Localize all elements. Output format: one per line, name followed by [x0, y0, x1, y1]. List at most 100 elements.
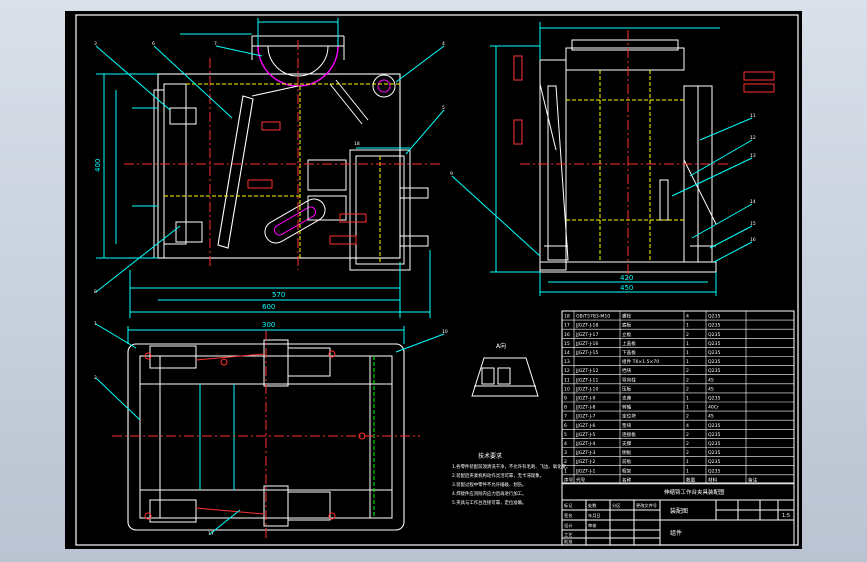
- part-balloon-label: 8: [94, 289, 97, 295]
- part-balloon-label: 4: [442, 41, 445, 47]
- bom-cell: 框架: [622, 467, 632, 474]
- bom-cell: JJGZT-J-9: [575, 396, 596, 402]
- bom-cell: 1: [564, 468, 567, 474]
- bom-cell: Q235: [708, 441, 720, 447]
- side-view: [451, 22, 775, 296]
- bom-cell: 4: [564, 441, 567, 447]
- bom-cell: 13: [564, 359, 570, 365]
- bom-cell: 45: [708, 414, 714, 420]
- tech-requirements: 技术要求 1.各零件装配前须清洗干净，不允许有毛刺、飞边、氧化皮。 2.装配后夹…: [452, 452, 570, 506]
- bom-cell: 下盖板: [622, 349, 636, 356]
- title-block: [561, 482, 795, 546]
- part-balloon-label: 6: [152, 41, 155, 47]
- bom-cell: 16: [564, 332, 570, 338]
- title-block-cell: 分区: [612, 502, 620, 509]
- detail-view-label: A向: [496, 342, 506, 350]
- tech-req-item-4: 4.焊接件应消除内应力后再进行加工。: [452, 490, 526, 497]
- bom-cell: 10: [564, 386, 570, 392]
- bom-cell: 6: [564, 423, 567, 429]
- bom-cell: 侧板: [622, 449, 632, 456]
- tech-req-item-5: 5.夹具与工作台连接可靠，定位准确。: [452, 499, 526, 506]
- bom-header-cell: 序号: [564, 476, 574, 483]
- bom-cell: 45: [708, 377, 714, 383]
- part-balloon-label: 13: [750, 153, 756, 159]
- dim-side-width: 450: [620, 284, 633, 292]
- part-balloon-label: 12: [750, 135, 756, 141]
- bom-cell: 2: [686, 441, 689, 447]
- tech-req-item-3: 3.装配过程中零件不允许磕碰、划伤。: [452, 481, 526, 488]
- bom-cell: 螺栓: [622, 313, 632, 320]
- bom-cell: 支座: [622, 395, 632, 402]
- bom-header-cell: 备注: [748, 476, 758, 483]
- bom-cell: 1: [686, 396, 689, 402]
- bom-cell: Q235: [708, 423, 720, 429]
- bom-cell: JJGZT-J-10: [575, 386, 598, 392]
- title-block-cells: 标记处数分区更改文件号签名年月日设计审核工艺批准: [564, 502, 657, 545]
- title-block-cell: 更改文件号: [636, 502, 657, 509]
- drawing-border: [75, 14, 799, 546]
- bom-cell: JJGZT-J-11: [575, 377, 598, 383]
- title-block-scale: 1:5: [782, 513, 790, 519]
- bom-cell: Q235: [708, 341, 720, 347]
- dim-plan-width: 300: [262, 321, 275, 329]
- bom-cell: 1: [686, 468, 689, 474]
- title-block-cell: 审核: [588, 522, 597, 529]
- title-block-cell: 设计: [564, 522, 572, 529]
- bom-cell: JJGZT-J-15: [575, 350, 598, 356]
- bom-cell: Q235: [708, 468, 720, 474]
- part-balloon-label: 18: [354, 141, 360, 147]
- bom-cell: 导向柱: [622, 376, 636, 383]
- bom-cell: 2: [686, 332, 689, 338]
- bom-cell: 立板: [622, 331, 632, 338]
- drawing-sheet: [65, 11, 802, 549]
- bom-cell: Q235: [708, 450, 720, 456]
- bom-cell: 压板: [622, 385, 632, 392]
- title-block-cell: 签名: [564, 512, 572, 519]
- title-block-cell: 年月日: [588, 512, 601, 519]
- bom-cell: JJGZT-J-6: [575, 423, 596, 429]
- dim-front-width-2: 600: [262, 303, 275, 311]
- dim-side-width-2: 420: [620, 274, 633, 282]
- part-balloon-label: 2: [94, 375, 97, 381]
- front-view: [95, 18, 445, 318]
- bom-cell: 1: [686, 350, 689, 356]
- bom-cell: 组件 T6×1.5×70: [622, 358, 659, 365]
- bom-cell: 17: [564, 323, 570, 329]
- bom-cell: 2: [686, 432, 689, 438]
- bom-cell: 支撑: [622, 440, 632, 447]
- bom-cell: 1: [686, 359, 689, 365]
- bom-cell: Q235: [708, 359, 720, 365]
- bom-cell: 1: [686, 459, 689, 465]
- title-block-drawing-name: 装配图: [670, 507, 688, 515]
- dim-front-width-1: 570: [272, 291, 285, 299]
- bom-cell: Q235: [708, 323, 720, 329]
- bom-cell: JJGZT-J-17: [575, 332, 598, 338]
- bom-cell: JJGZT-J-1: [575, 468, 596, 474]
- bom-cell: 垫块: [622, 422, 632, 429]
- bom-cell: JJGZT-J-12: [575, 368, 598, 374]
- part-balloon-label: 10: [442, 329, 448, 335]
- bom-cell: 底板: [622, 322, 632, 329]
- bom-cell: JJGZT-J-2: [575, 459, 596, 465]
- bom-cell: 2: [686, 386, 689, 392]
- part-balloon-label: 15: [750, 221, 756, 227]
- part-balloon-label: 17: [208, 531, 214, 537]
- bom-cell: 2: [686, 368, 689, 374]
- bom-header-cell: 数量: [686, 476, 696, 483]
- bom-cell: JJGZT-J-18: [575, 323, 598, 329]
- bom-cell: JJGZT-J-8: [575, 405, 596, 411]
- title-block-cell: 工艺: [564, 532, 572, 537]
- bom-cell: 14: [564, 350, 570, 356]
- title-block-cell: 处数: [588, 502, 597, 509]
- bom-cell: 挡块: [622, 367, 632, 374]
- bom-cell: 9: [564, 396, 567, 402]
- part-balloon-label: 11: [750, 113, 756, 119]
- bom-cell: JJGZT-J-3: [575, 450, 596, 456]
- part-balloon-label: 9: [450, 171, 453, 177]
- bom-cell: 5: [564, 432, 567, 438]
- bom-cell: JJGZT-J-7: [575, 414, 596, 420]
- part-balloon-label: 1: [94, 321, 97, 327]
- bom-cell: 2: [686, 414, 689, 420]
